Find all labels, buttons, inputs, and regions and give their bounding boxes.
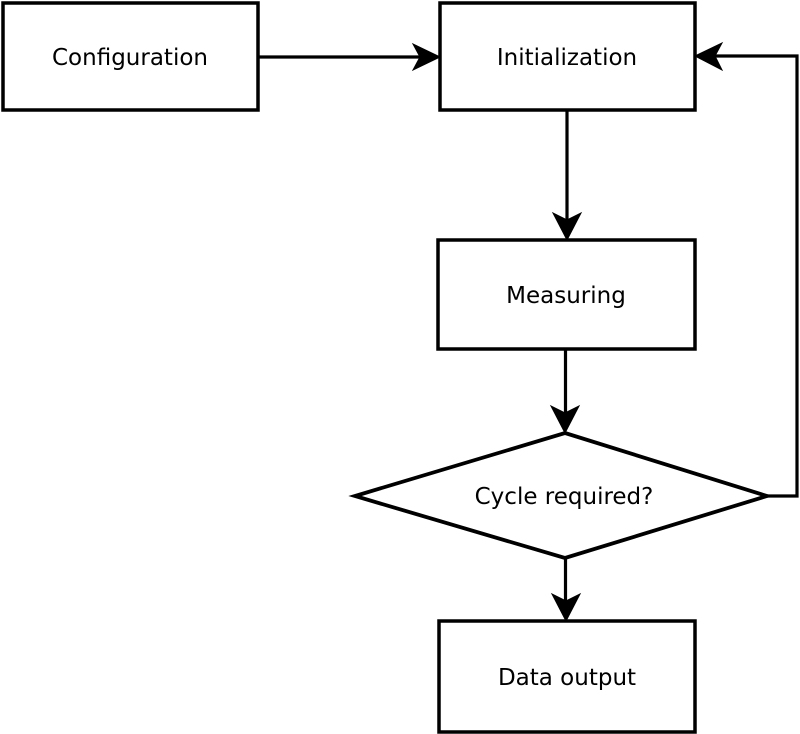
arrowhead-down-icon: [550, 592, 582, 623]
arrowhead-down-icon: [549, 404, 581, 435]
edge-configuration-to-initialization: [258, 42, 442, 72]
cycle-required-diamond: [348, 431, 774, 560]
initialization-label: Initialization: [497, 45, 637, 71]
edge-initialization-to-measuring: [551, 110, 583, 242]
edge-loop-line: [714, 54, 799, 498]
configuration-box: [1, 1, 260, 112]
node-data-output: Data output: [437, 619, 697, 734]
node-initialization: Initialization: [438, 1, 697, 112]
arrowhead-right-icon: [411, 42, 442, 72]
measuring-box: [436, 238, 697, 351]
node-measuring: Measuring: [436, 238, 697, 351]
node-configuration: Configuration: [1, 1, 260, 112]
edge-measuring-to-cycle-required: [549, 349, 581, 435]
measuring-label: Measuring: [506, 283, 626, 309]
data-output-label: Data output: [498, 665, 636, 691]
cycle-required-label: Cycle required?: [475, 484, 654, 510]
edge-cycle-required-to-data-output: [550, 558, 582, 623]
node-cycle-required: Cycle required?: [348, 431, 774, 560]
data-output-box: [437, 619, 697, 734]
configuration-label: Configuration: [52, 45, 208, 71]
initialization-box: [438, 1, 697, 112]
arrowhead-left-icon: [693, 41, 724, 72]
edge-cycle-required-to-initialization-loop: [693, 41, 799, 498]
arrowhead-down-icon: [551, 211, 583, 242]
